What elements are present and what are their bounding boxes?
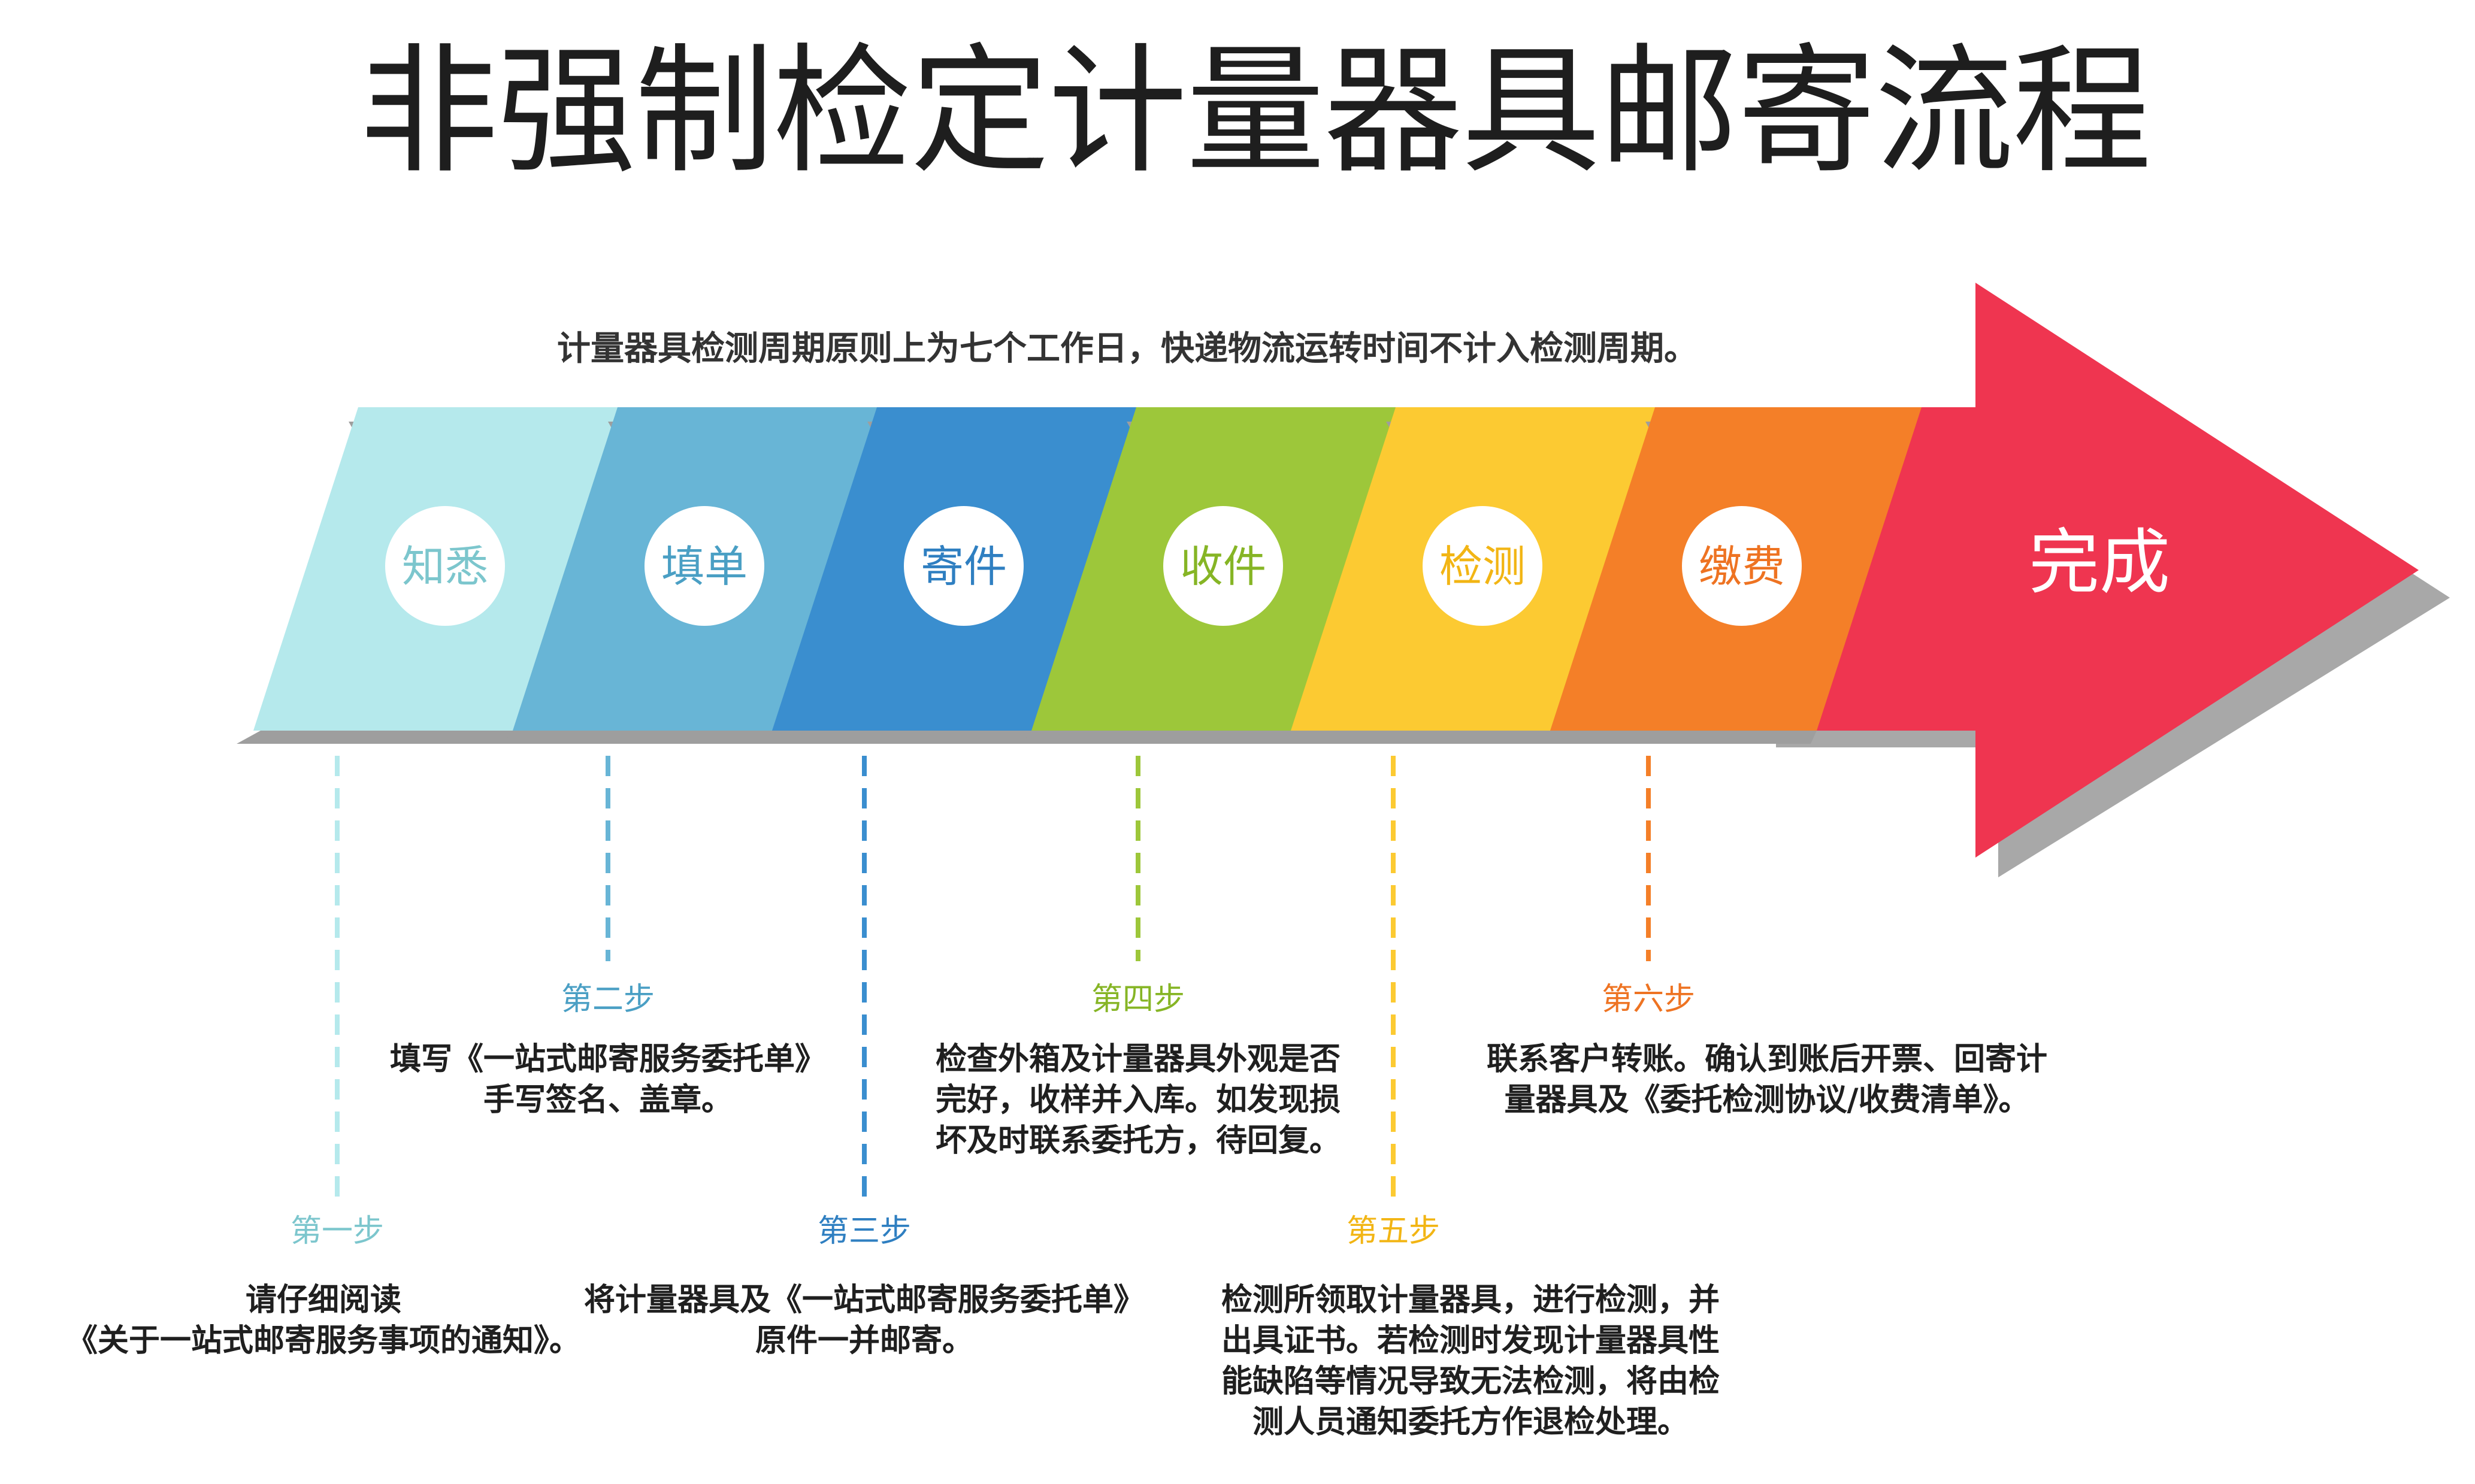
step-description-line: 测人员通知委托方作退检处理。 xyxy=(1252,1404,1689,1440)
step-label: 第六步 xyxy=(1601,982,1696,1017)
finish-arrow xyxy=(1799,283,2419,858)
step-description: 检查外箱及计量器具外观是否完好，收样并入库。如发现损坏及时联系委托方，待回复。 xyxy=(936,1039,1341,1161)
stage-label: 检测 xyxy=(1439,541,1526,592)
step-description: 联系客户转账。确认到账后开票、回寄计量器具及《委托检测协议/收费清单》。 xyxy=(1487,1039,2047,1120)
step-description-line: 坏及时联系委托方，待回复。 xyxy=(935,1123,1341,1159)
stage-badge xyxy=(1682,506,1802,626)
step-description-line: 量器具及《委托检测协议/收费清单》。 xyxy=(1504,1082,2030,1118)
page-title: 非强制检定计量器具邮寄流程 xyxy=(359,31,2152,192)
stage-label: 收件 xyxy=(1180,541,1266,592)
step-label: 第一步 xyxy=(290,1213,385,1249)
stage-badge xyxy=(645,506,764,626)
stage-badge xyxy=(904,506,1024,626)
step-description-line: 联系客户转账。确认到账后开票、回寄计 xyxy=(1486,1041,2048,1077)
step-description-line: 手写签名、盖章。 xyxy=(483,1082,733,1118)
stage-badge xyxy=(385,506,505,626)
step-description: 请仔细阅读《关于一站式邮寄服务事项的通知》。 xyxy=(66,1280,580,1361)
stage-label: 知悉 xyxy=(402,541,488,592)
subtitle-note: 计量器具检测周期原则上为七个工作日，快递物流运转时间不计入检测周期。 xyxy=(557,329,1698,368)
step-label: 第二步 xyxy=(561,982,655,1017)
step-description-line: 能缺陷等情况导致无法检测，将由检 xyxy=(1221,1364,1720,1400)
stage-label: 填单 xyxy=(661,541,748,592)
stage-label: 寄件 xyxy=(921,541,1007,592)
step-description: 将计量器具及《一站式邮寄服务委托单》原件一并邮寄。 xyxy=(584,1280,1145,1361)
step-description-line: 检测所领取计量器具，进行检测，并 xyxy=(1221,1282,1720,1318)
stage-badge xyxy=(1423,506,1542,626)
step-label: 第五步 xyxy=(1346,1213,1441,1249)
step-description-line: 完好，收样并入库。如发现损 xyxy=(935,1082,1341,1118)
step-description: 检测所领取计量器具，进行检测，并出具证书。若检测时发现计量器具性能缺陷等情况导致… xyxy=(1221,1280,1720,1443)
step-label: 第三步 xyxy=(817,1213,912,1249)
step-label: 第四步 xyxy=(1091,982,1185,1017)
step-description-line: 原件一并邮寄。 xyxy=(755,1323,974,1359)
finish-label: 完成 xyxy=(2029,521,2170,604)
step-description-line: 请仔细阅读 xyxy=(245,1282,402,1318)
step-description-line: 《关于一站式邮寄服务事项的通知》。 xyxy=(66,1323,581,1359)
step-description-line: 出具证书。若检测时发现计量器具性 xyxy=(1221,1323,1720,1359)
step-description-line: 将计量器具及《一站式邮寄服务委托单》 xyxy=(583,1282,1145,1318)
stage-label: 缴费 xyxy=(1699,541,1785,592)
step-description: 填写《一站式邮寄服务委托单》手写签名、盖章。 xyxy=(390,1039,826,1120)
step-description-line: 填写《一站式邮寄服务委托单》 xyxy=(389,1041,827,1077)
step-description-line: 检查外箱及计量器具外观是否 xyxy=(935,1041,1341,1077)
stage-badge xyxy=(1163,506,1283,626)
